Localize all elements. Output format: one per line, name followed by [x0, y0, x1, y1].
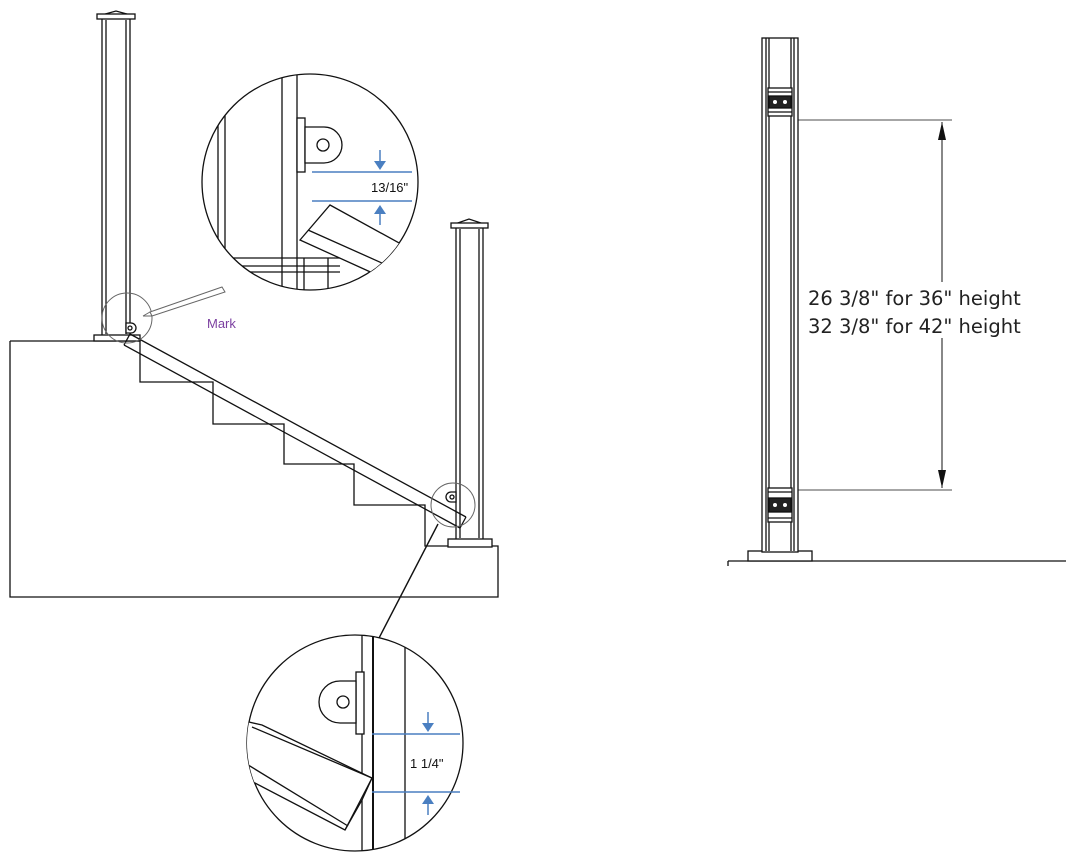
height-42-label: 32 3/8" for 42" height — [808, 315, 1021, 338]
lower-detail-marker — [430, 482, 476, 528]
top-dimension-label: 13/16" — [371, 180, 409, 195]
detail-leader — [377, 523, 439, 641]
upper-rail-bracket-elevation — [767, 87, 793, 117]
stair-block-outline — [9, 340, 499, 598]
bottom-detail-zoom: 1 1/4" — [246, 634, 464, 852]
mark-label: Mark — [207, 316, 236, 331]
bottom-dimension-label: 1 1/4" — [410, 756, 444, 771]
lower-rail-bracket-elevation — [767, 487, 793, 523]
stair-assembly — [9, 10, 499, 641]
height-36-label: 26 3/8" for 36" height — [808, 287, 1021, 310]
top-detail-zoom: 13/16" — [201, 73, 419, 291]
post-body — [761, 37, 799, 553]
lower-post — [447, 218, 493, 548]
upper-detail-marker — [101, 292, 153, 344]
lower-rail-bracket — [445, 491, 457, 503]
sloped-handrail — [123, 333, 467, 529]
upper-rail-bracket — [125, 322, 137, 334]
upper-post — [93, 10, 141, 342]
bottom-dimension — [372, 712, 460, 815]
post-elevation — [727, 37, 1066, 566]
pencil-icon — [142, 286, 226, 317]
top-dimension — [312, 150, 412, 225]
